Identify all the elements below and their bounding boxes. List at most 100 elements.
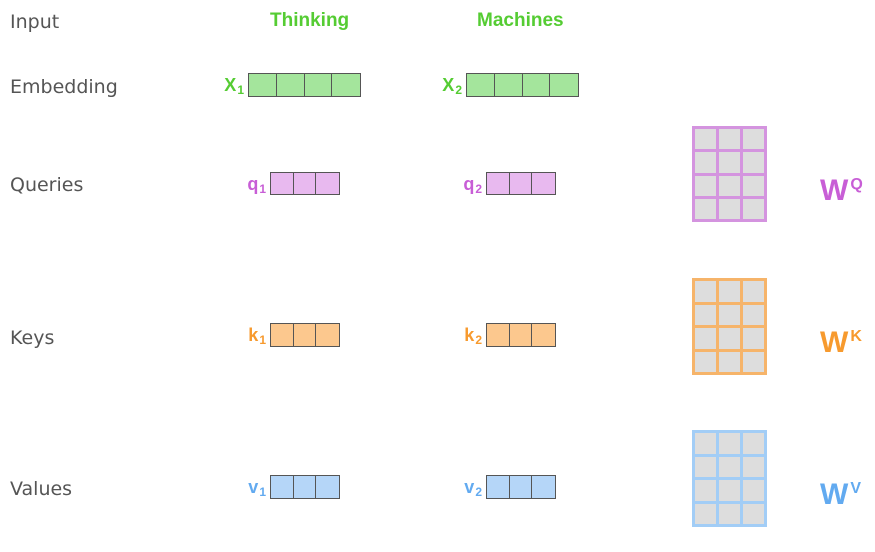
- vector-label-base: k: [464, 325, 475, 345]
- embedding-vector-label-1: X1: [204, 75, 244, 100]
- matrix-cell: [719, 129, 740, 150]
- vector-label-sub: 2: [475, 333, 482, 347]
- matrix-cell: [695, 351, 716, 372]
- queries-vector-1: [270, 172, 340, 195]
- values-vector-label-1: v1: [226, 477, 266, 502]
- matrix-cell: [719, 503, 740, 524]
- keys-vector-label-1: k1: [226, 325, 266, 350]
- matrix-cell: [743, 480, 764, 501]
- vector-label-sub: 2: [475, 182, 482, 196]
- weight-label-sup: Q: [850, 176, 863, 193]
- matrix-cell: [743, 129, 764, 150]
- matrix-cell: [743, 175, 764, 196]
- vector-label-sub: 1: [259, 182, 266, 196]
- vector-cell: [316, 476, 339, 498]
- vector-cell: [467, 74, 495, 96]
- matrix-cell: [695, 281, 716, 302]
- values-vector-label-2: v2: [442, 477, 482, 502]
- matrix-cell: [695, 328, 716, 349]
- vector-cell: [550, 74, 578, 96]
- vector-cell: [532, 476, 555, 498]
- vector-cell: [494, 74, 523, 96]
- keys-vector-label-2: k2: [442, 325, 482, 350]
- vector-cell: [293, 324, 317, 346]
- matrix-cell: [743, 433, 764, 454]
- matrix-cell: [719, 351, 740, 372]
- matrix-cell: [743, 328, 764, 349]
- vector-cell: [532, 173, 555, 194]
- row-label-embedding: Embedding: [10, 76, 118, 98]
- matrix-cell: [695, 480, 716, 501]
- matrix-cell: [695, 152, 716, 173]
- vector-label-base: q: [247, 174, 259, 194]
- embedding-vector-1: [248, 73, 361, 97]
- vector-cell: [276, 74, 305, 96]
- vector-label-base: v: [248, 477, 259, 497]
- vector-cell: [304, 74, 333, 96]
- matrix-cell: [695, 198, 716, 219]
- matrix-cell: [743, 456, 764, 477]
- weight-label-base: W: [820, 174, 849, 207]
- vector-label-sub: 2: [475, 485, 482, 499]
- keys-vector-1: [270, 323, 340, 347]
- weight-matrix-wk: [692, 278, 767, 375]
- vector-cell: [271, 324, 294, 346]
- vector-cell: [509, 476, 533, 498]
- values-vector-1: [270, 475, 340, 499]
- vector-cell: [249, 74, 277, 96]
- matrix-cell: [719, 281, 740, 302]
- vector-label-base: X: [442, 75, 455, 95]
- word-machines: Machines: [477, 10, 564, 31]
- vector-cell: [532, 324, 555, 346]
- weight-label-base: W: [820, 478, 849, 511]
- row-label-queries: Queries: [10, 174, 84, 196]
- vector-cell: [487, 324, 510, 346]
- matrix-cell: [695, 129, 716, 150]
- matrix-cell: [695, 503, 716, 524]
- vector-cell: [271, 476, 294, 498]
- matrix-cell: [743, 281, 764, 302]
- queries-vector-label-2: q2: [442, 174, 482, 199]
- row-label-keys: Keys: [10, 327, 55, 349]
- matrix-cell: [719, 328, 740, 349]
- word-thinking: Thinking: [270, 10, 350, 31]
- queries-vector-2: [486, 172, 556, 195]
- vector-cell: [316, 324, 339, 346]
- vector-cell: [332, 74, 360, 96]
- matrix-cell: [719, 304, 740, 325]
- vector-label-sub: 2: [455, 83, 462, 97]
- embedding-vector-label-2: X2: [422, 75, 462, 100]
- vector-cell: [293, 476, 317, 498]
- vector-cell: [316, 173, 339, 194]
- matrix-cell: [719, 480, 740, 501]
- weight-matrix-wv: [692, 430, 767, 527]
- values-vector-2: [486, 475, 556, 499]
- row-label-input: Input: [10, 11, 60, 33]
- vector-label-base: X: [224, 75, 237, 95]
- queries-vector-label-1: q1: [226, 174, 266, 199]
- weight-label-base: W: [820, 326, 849, 359]
- vector-cell: [487, 476, 510, 498]
- matrix-cell: [719, 175, 740, 196]
- matrix-cell: [719, 198, 740, 219]
- vector-cell: [487, 173, 510, 194]
- vector-label-base: k: [248, 325, 259, 345]
- vector-label-sub: 1: [259, 333, 266, 347]
- matrix-cell: [743, 503, 764, 524]
- matrix-cell: [743, 198, 764, 219]
- matrix-cell: [743, 152, 764, 173]
- vector-label-sub: 1: [259, 485, 266, 499]
- weight-matrix-wq: [692, 126, 767, 222]
- matrix-cell: [695, 456, 716, 477]
- vector-cell: [509, 173, 533, 194]
- embedding-vector-2: [466, 73, 579, 97]
- matrix-cell: [695, 433, 716, 454]
- matrix-cell: [719, 152, 740, 173]
- vector-cell: [271, 173, 294, 194]
- matrix-cell: [719, 433, 740, 454]
- vector-label-base: q: [463, 174, 475, 194]
- matrix-cell: [743, 304, 764, 325]
